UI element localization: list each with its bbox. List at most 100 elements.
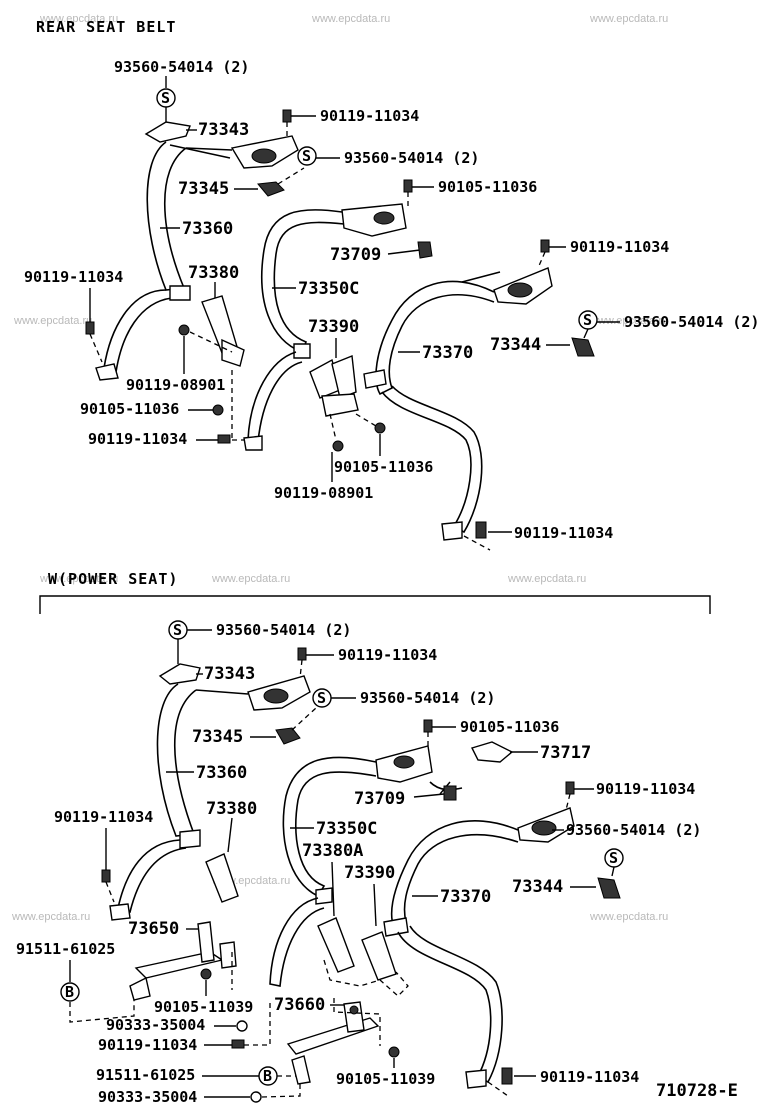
part-label[interactable]: 90105-11036 [460, 718, 559, 736]
part-label[interactable]: 90119-11034 [24, 268, 123, 286]
leader-line [373, 883, 377, 927]
belt-guide-icon [315, 887, 333, 905]
leader-line [331, 861, 335, 917]
watermark: www.epcdata.ru [311, 13, 390, 25]
anchor-plate-icon [465, 1069, 487, 1089]
b-mark: B [263, 1067, 272, 1085]
part-label[interactable]: 90333-35004 [98, 1088, 197, 1106]
bolt-icon [85, 321, 95, 335]
part-label[interactable]: 90105-11036 [438, 178, 537, 196]
part-label[interactable]: 90119-11034 [320, 107, 419, 125]
belt-strap [103, 289, 173, 374]
section-title-power: W(POWER SEAT) [48, 570, 178, 588]
dashed-line [291, 707, 317, 731]
part-label[interactable]: 73717 [540, 743, 591, 763]
part-label[interactable]: 73380 [206, 799, 257, 819]
spool-icon [507, 282, 533, 298]
watermark: www.epcdata.ru [507, 573, 586, 585]
belt-strap [375, 280, 495, 396]
spool-icon [263, 688, 289, 704]
seat-rail-icon [286, 1017, 380, 1055]
part-label[interactable]: 73380A [302, 841, 363, 861]
dashed-line [105, 881, 115, 903]
part-label[interactable]: 73370 [440, 887, 491, 907]
bolt-icon [297, 647, 307, 661]
belt-strap [461, 271, 501, 283]
watermark: www.epcdata.ru [39, 13, 118, 25]
part-label[interactable]: 90119-11034 [338, 646, 437, 664]
part-label[interactable]: 93560-54014 (2) [344, 149, 479, 167]
bracket-icon [197, 921, 215, 963]
belt-strap [381, 385, 483, 534]
part-label[interactable]: 73344 [490, 335, 541, 355]
spool-icon [531, 820, 557, 836]
part-label[interactable]: 93560-54014 (2) [624, 313, 759, 331]
bolt-icon [212, 404, 224, 416]
dashed-line [355, 413, 377, 427]
part-label[interactable]: 73370 [422, 343, 473, 363]
part-label[interactable]: 91511-61025 [16, 940, 115, 958]
belt-strap [146, 141, 187, 291]
part-label[interactable]: 93560-54014 (2) [566, 821, 701, 839]
bolt-icon [423, 719, 433, 733]
part-label[interactable]: 93560-54014 (2) [360, 689, 495, 707]
bracket-icon [221, 338, 245, 367]
part-label[interactable]: 73390 [308, 317, 359, 337]
part-label[interactable]: 90119-11034 [98, 1036, 197, 1054]
part-label[interactable]: 90119-11034 [570, 238, 669, 256]
part-label[interactable]: 93560-54014 (2) [114, 58, 249, 76]
part-label[interactable]: 90119-11034 [514, 524, 613, 542]
part-label[interactable]: 73344 [512, 877, 563, 897]
part-label[interactable]: 73380 [188, 263, 239, 283]
part-label[interactable]: 90119-08901 [274, 484, 373, 502]
part-label[interactable]: 90119-11034 [88, 430, 187, 448]
spool-icon [373, 211, 395, 225]
bolt-icon [231, 1039, 245, 1049]
bolt-icon [200, 968, 212, 980]
part-label[interactable]: 73360 [196, 763, 247, 783]
s-mark: S [161, 89, 170, 107]
belt-guide-icon [363, 369, 387, 389]
dashed-line [189, 331, 233, 353]
part-label[interactable]: 90333-35004 [106, 1016, 205, 1034]
s-mark: S [609, 849, 618, 867]
belt-guide-icon [179, 829, 201, 849]
dashed-line [89, 333, 103, 363]
part-label[interactable]: 73709 [354, 789, 405, 809]
watermark: www.epcdata.ru [13, 315, 92, 327]
part-label[interactable]: 73660 [274, 995, 325, 1015]
bolt-icon [178, 324, 190, 336]
part-label[interactable]: 73345 [192, 727, 243, 747]
part-label[interactable]: 73350C [316, 819, 377, 839]
part-label[interactable]: 90105-11036 [334, 458, 433, 476]
part-label[interactable]: 73390 [344, 863, 395, 883]
spool-icon [393, 755, 415, 769]
part-label[interactable]: 90119-11034 [540, 1068, 639, 1086]
part-label[interactable]: 73343 [204, 664, 255, 684]
part-label[interactable]: 90119-11034 [596, 780, 695, 798]
part-label[interactable]: 73343 [198, 120, 249, 140]
part-label[interactable]: 73650 [128, 919, 179, 939]
part-label[interactable]: 91511-61025 [96, 1066, 195, 1084]
belt-strap [195, 689, 249, 695]
part-label[interactable]: 73350C [298, 279, 359, 299]
part-label[interactable]: 93560-54014 (2) [216, 621, 351, 639]
bolt-icon [501, 1067, 513, 1085]
part-label[interactable]: 90105-11039 [154, 998, 253, 1016]
leader-line [227, 817, 233, 853]
leader-line [611, 866, 615, 877]
nut-icon [236, 1020, 248, 1032]
bolt-icon [374, 422, 386, 434]
part-label[interactable]: 90105-11039 [336, 1070, 435, 1088]
part-label[interactable]: 90119-08901 [126, 376, 225, 394]
watermark: www.epcdata.ru [589, 911, 668, 923]
clip-icon [417, 241, 433, 259]
buckle-icon [317, 917, 355, 973]
bolt-icon [475, 521, 487, 539]
part-label[interactable]: 73709 [330, 245, 381, 265]
leader-line [583, 328, 589, 339]
part-label[interactable]: 90119-11034 [54, 808, 153, 826]
part-label[interactable]: 73345 [178, 179, 229, 199]
part-label[interactable]: 90105-11036 [80, 400, 179, 418]
part-label[interactable]: 73360 [182, 219, 233, 239]
